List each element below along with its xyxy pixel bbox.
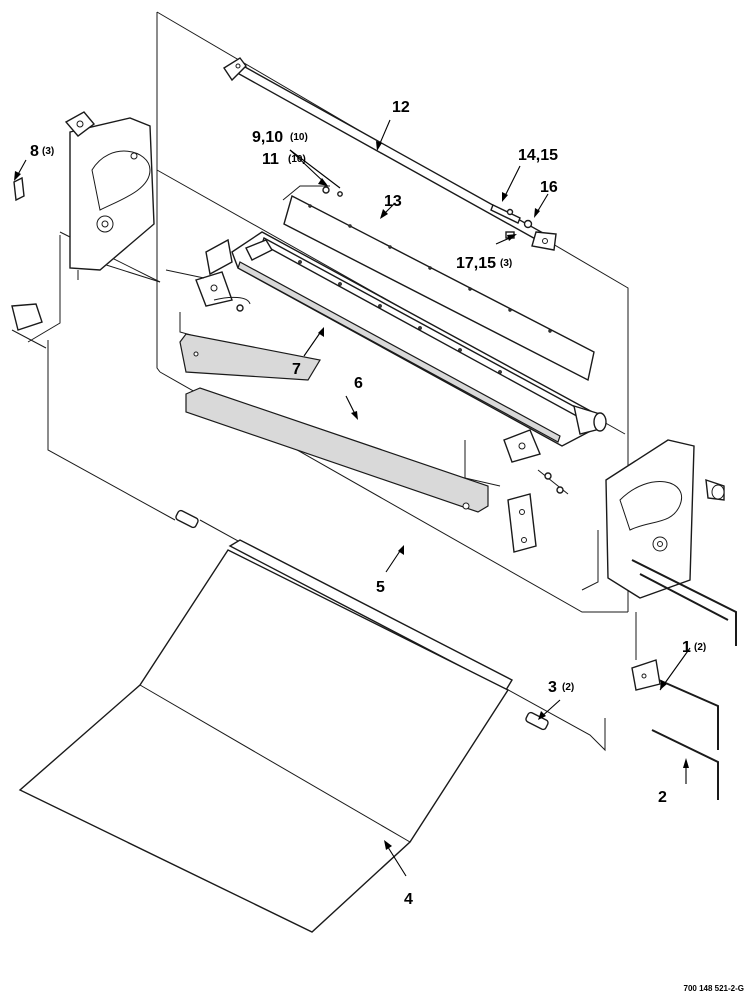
part-12-top-tube — [223, 57, 557, 251]
left-bolt-group — [11, 303, 47, 349]
part-1-rod — [631, 659, 719, 750]
callout-3-qty: (2) — [562, 682, 574, 693]
leader-lines — [14, 119, 691, 877]
drawing-number: 700 148 521-2-G — [684, 984, 745, 993]
part-3-coupler-left — [175, 509, 199, 529]
callout-13: 13 — [384, 193, 402, 210]
part-4-belt-sheet — [18, 549, 510, 933]
callout-9-10: 9,10 — [252, 129, 283, 146]
right-side-plate — [605, 439, 725, 599]
right-upper-rods — [631, 559, 737, 646]
callout-1: 1 — [682, 639, 691, 656]
small-cover-plate — [179, 333, 321, 381]
part-2-rod — [651, 729, 719, 800]
part-6-shield — [185, 387, 489, 513]
callout-11: 11 — [262, 151, 279, 168]
callout-5: 5 — [376, 579, 385, 596]
callout-2: 2 — [658, 789, 667, 806]
callout-16: 16 — [540, 179, 558, 196]
part-13-rear-panel — [283, 194, 595, 382]
left-side-plate — [64, 111, 155, 280]
callout-11-qty: (10) — [288, 154, 306, 165]
part-3-coupler-right — [525, 711, 549, 731]
callout-8: 8 — [30, 143, 39, 160]
callout-14-15: 14,15 — [518, 147, 558, 164]
part-7-roller-housing — [231, 185, 607, 447]
right-bearing-bracket — [503, 429, 569, 553]
callout-8-qty: (3) — [42, 146, 54, 157]
left-bearing-bracket — [165, 238, 251, 312]
callout-1-qty: (2) — [694, 642, 706, 653]
callout-17-15: 17,15 — [456, 255, 496, 272]
part-8-bolt — [13, 176, 25, 202]
callout-9-10-qty: (10) — [290, 132, 308, 143]
callout-labels: 1 (2) 2 3 (2) 4 5 6 7 8 (3) 9,10 (10) 11… — [30, 99, 706, 908]
callout-6: 6 — [354, 375, 363, 392]
callout-7: 7 — [292, 361, 301, 378]
part-5-lower-shield — [228, 539, 513, 691]
callout-4: 4 — [404, 891, 413, 908]
hardware-9-10-11 — [322, 186, 343, 197]
callout-3: 3 — [548, 679, 557, 696]
callout-17-15-qty: (3) — [500, 258, 512, 269]
callout-12: 12 — [392, 99, 410, 116]
